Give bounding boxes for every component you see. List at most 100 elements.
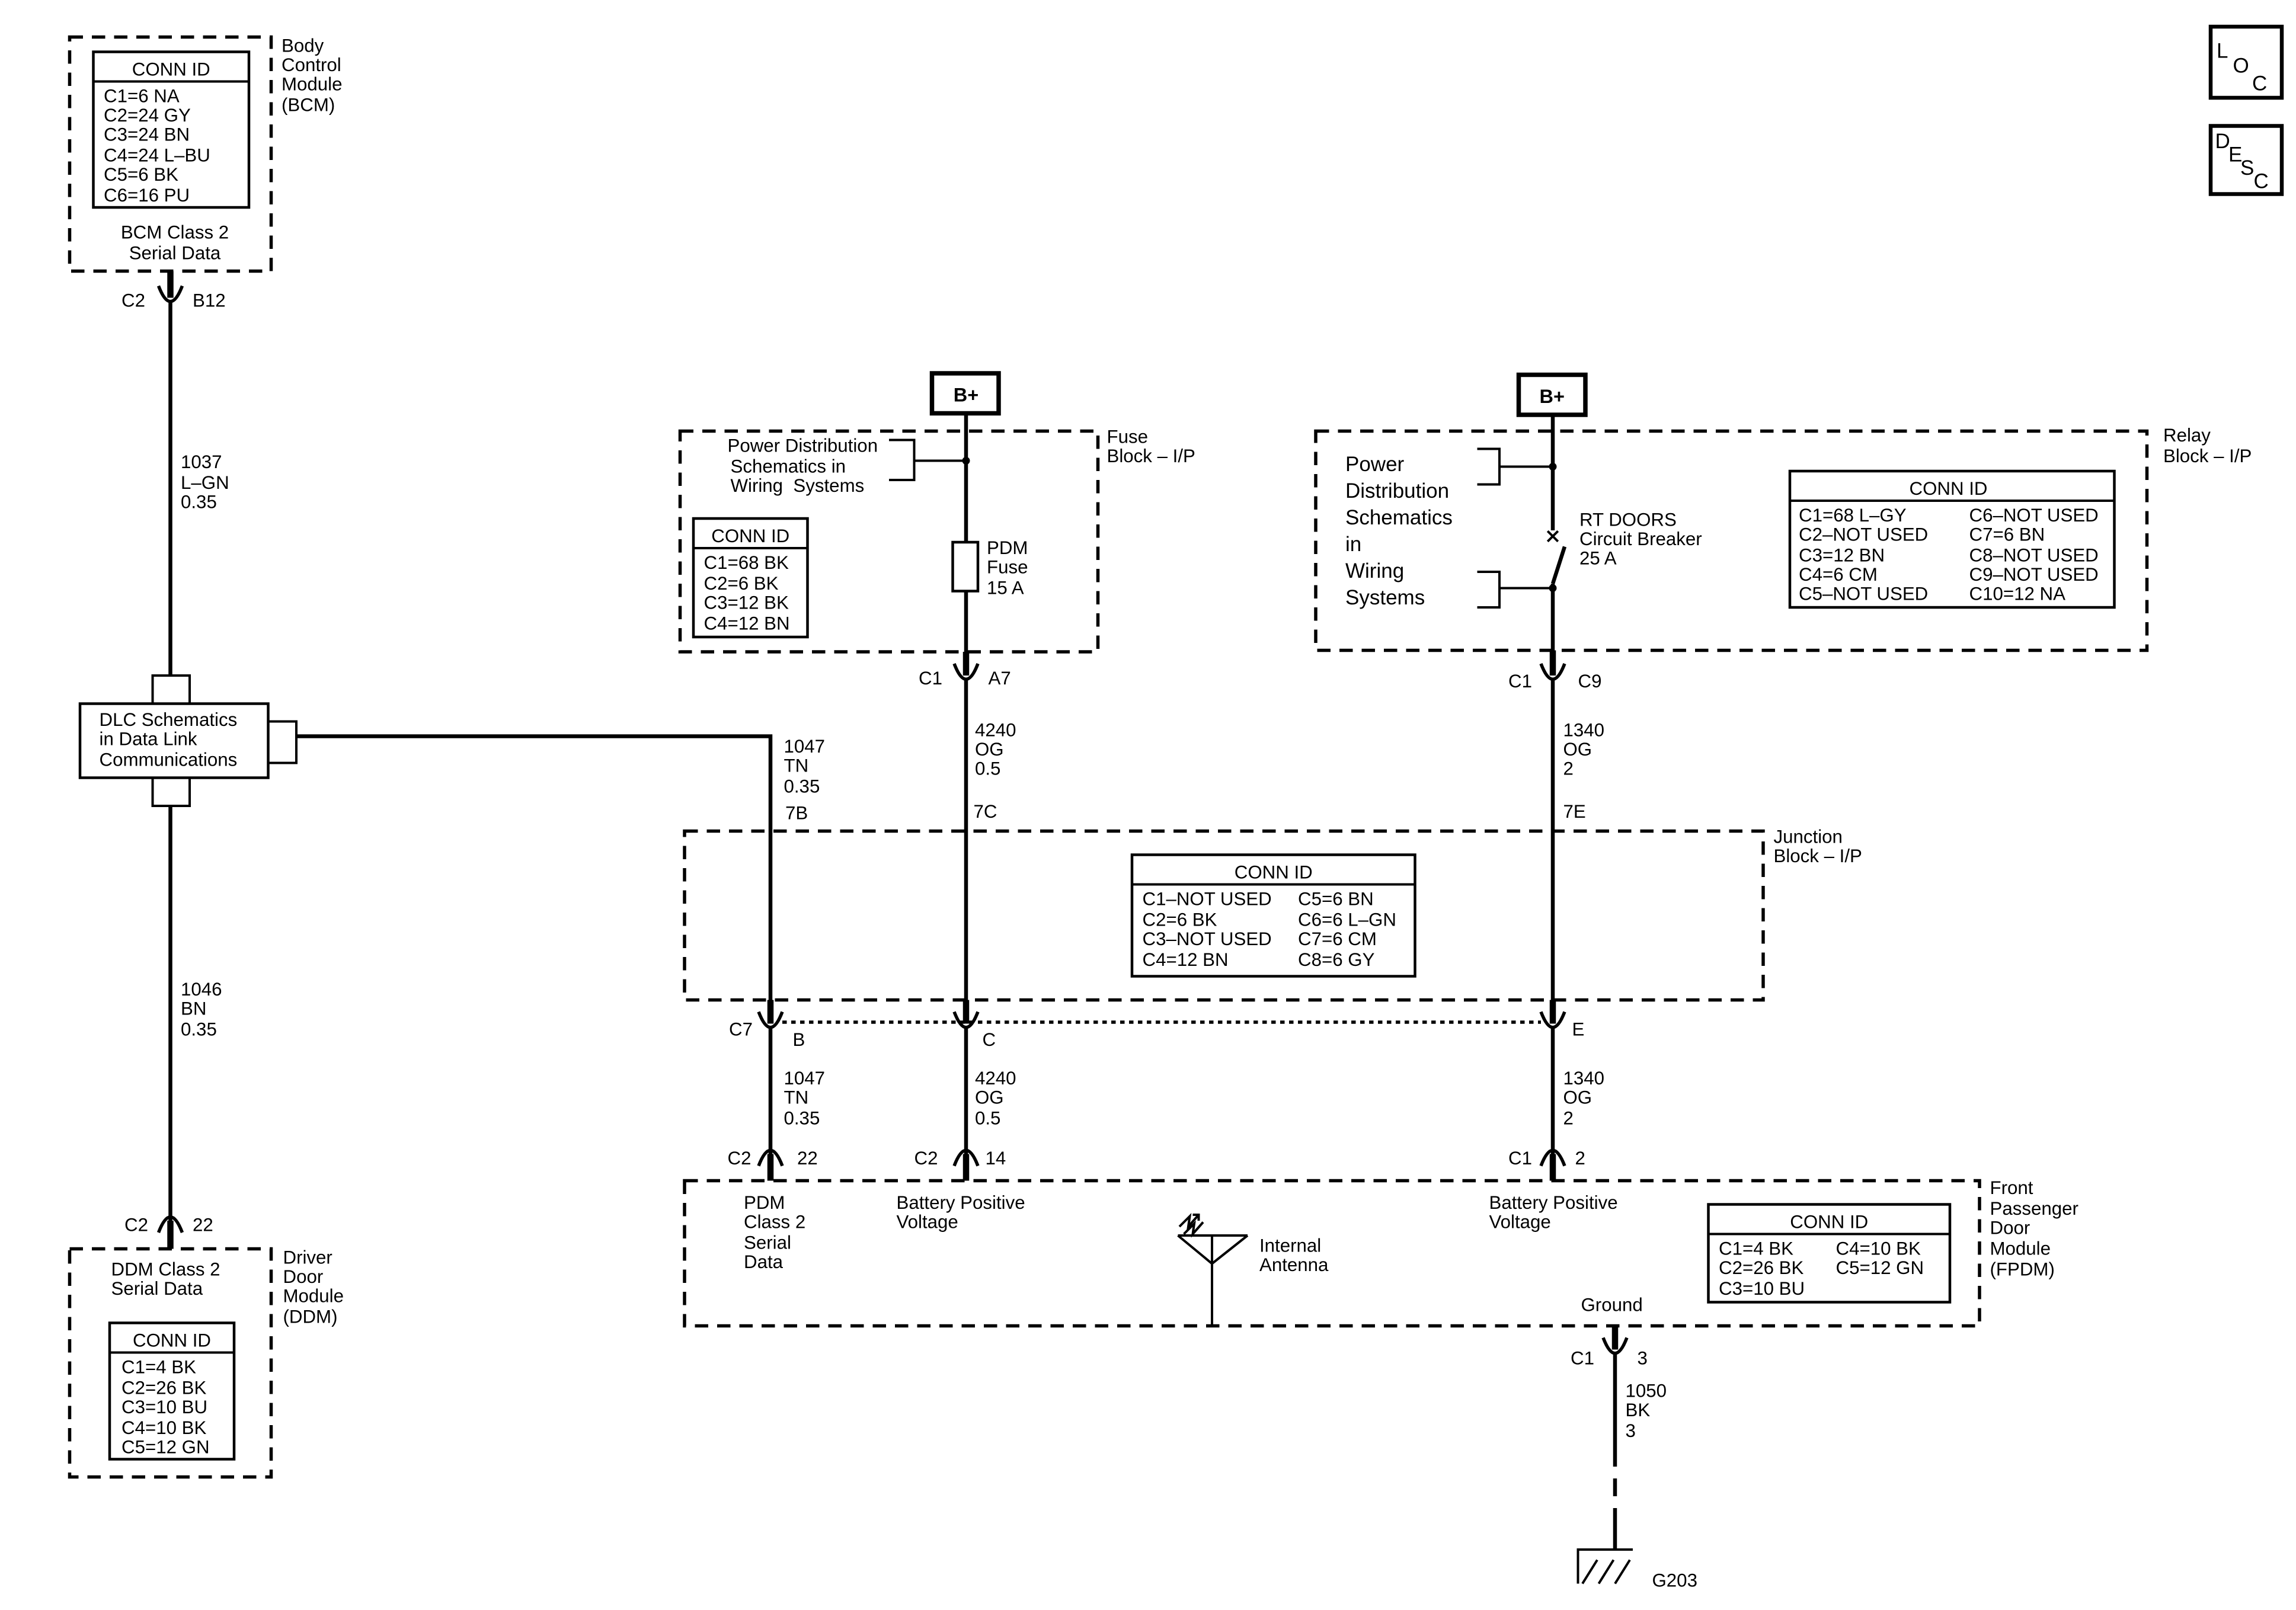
junction-block-label: Block – I/P [1774, 846, 1862, 866]
junction-block-conn-entry: C6=6 L–GN [1298, 909, 1396, 930]
bcm-conn-entry: C5=6 BK [104, 164, 178, 185]
junction-block-conn-id-title: CONN ID [1235, 862, 1313, 882]
fpdm-connectors: C2 22 C2 14 C1 2 [728, 1148, 1585, 1181]
wire-size: 2 [1563, 758, 1574, 779]
wire-color: TN [784, 756, 809, 776]
wire-line [296, 734, 773, 1024]
connector-pin-label: A7 [989, 668, 1011, 689]
fpdm-label: Front [1990, 1177, 2033, 1198]
battery-positive-voltage-label: Voltage [1489, 1211, 1551, 1232]
bcm-label: Body [282, 36, 324, 56]
junction-block-conn-entry: C2=6 BK [1143, 909, 1217, 930]
connector-id: C1 [1508, 671, 1532, 692]
bcm-connector: C2 B12 [121, 271, 226, 311]
bcm-conn-id-box [92, 50, 251, 209]
fpdm-label: (FPDM) [1990, 1259, 2055, 1279]
relay-block-conn-entry: C8–NOT USED [1969, 545, 2099, 566]
connector-symbol [757, 1148, 784, 1167]
fuse-block-conn-entry: C3=12 BK [704, 593, 789, 613]
relay-block-conn-entry: C9–NOT USED [1969, 564, 2099, 585]
fpdm-label: Module [1990, 1238, 2051, 1259]
battery-positive-voltage-label: Voltage [897, 1211, 958, 1232]
power-distribution-text: Power [1345, 453, 1405, 476]
battery-positive-voltage-label: Battery Positive [897, 1192, 1025, 1213]
fpdm-conn-entry: C4=10 BK [1836, 1238, 1921, 1259]
battery-positive-label: B+ [954, 384, 978, 405]
ddm-label: Door [283, 1266, 324, 1287]
relay-block-conn-id-box [1788, 469, 2116, 609]
ddm-conn-entry: C5=12 GN [121, 1436, 210, 1457]
connector-pin-label: 22 [193, 1214, 213, 1235]
fpdm-conn-entry: C3=10 BU [1719, 1278, 1805, 1299]
ground-g203: G203 [1576, 1548, 1697, 1591]
wire-color: OG [1563, 1087, 1593, 1108]
bcm-label: (BCM) [282, 94, 335, 115]
bcm-module: CONN ID C1=6 NA C2=24 GY C3=24 BN C4=24 … [68, 36, 343, 273]
wire-color: L–GN [181, 472, 229, 493]
loc-icon-frame[interactable] [2208, 24, 2284, 100]
wire-size: 0.35 [181, 1019, 217, 1039]
wire-circuit: 1047 [784, 1068, 826, 1089]
relay-block-conn-entry: C6–NOT USED [1969, 505, 2099, 526]
junction-block-connector: C7 B C E [729, 1000, 1584, 1050]
fpdm-outline [683, 1179, 1981, 1328]
connector-id: C1 [1571, 1347, 1594, 1368]
fuse-block-label: Fuse [1107, 427, 1148, 447]
wire-4240-lower: 4240 OG 0.5 [964, 1028, 1016, 1158]
power-distribution-bracket [889, 438, 967, 481]
connector-symbol [156, 285, 184, 303]
fuse-block-conn-entry: C1=68 BK [704, 552, 789, 573]
ddm-connector: C2 22 [124, 1214, 213, 1249]
relay-block-outline [1314, 429, 2149, 652]
ddm-conn-id-box [108, 1321, 236, 1461]
connector-symbol [1539, 1148, 1566, 1167]
power-distribution-text: in [1345, 533, 1361, 556]
fuse-block-label: Block – I/P [1107, 446, 1195, 466]
dlc-box: DLC Schematics in Data Link Communicatio… [78, 674, 298, 807]
desc-icon-frame[interactable] [2208, 124, 2284, 196]
wire-circuit: 1050 [1626, 1380, 1667, 1401]
wire-size: 0.5 [975, 758, 1000, 779]
fpdm-module: Front Passenger Door Module (FPDM) PDM C… [683, 1177, 2078, 1328]
connector-symbol [757, 1011, 784, 1029]
wire-size: 0.35 [784, 776, 820, 796]
wire-1047-upper: 1047 TN 0.35 7B [296, 734, 826, 1024]
wire-color: OG [975, 739, 1004, 760]
battery-positive-voltage-label: Battery Positive [1489, 1192, 1618, 1213]
connector-pin-label: C [983, 1029, 996, 1050]
desc-icon[interactable]: D E S C [2208, 124, 2284, 196]
bcm-description: Serial Data [129, 243, 221, 264]
wire-circuit: 1047 [784, 736, 826, 757]
fpdm-conn-entry: C1=4 BK [1719, 1238, 1793, 1259]
fpdm-conn-entry: C5=12 GN [1836, 1257, 1924, 1278]
relay-block-label: Relay [2163, 425, 2211, 446]
relay-block-connector: C1 C9 [1508, 650, 1601, 692]
bcm-conn-entry: C2=24 GY [104, 105, 191, 126]
connector-pin-label: B [793, 1029, 805, 1050]
relay-block-conn-id-title: CONN ID [1910, 478, 1988, 499]
connector-id: C2 [121, 290, 145, 311]
fuse-block-conn-entry: C4=12 BN [704, 613, 790, 634]
loc-icon[interactable]: L O C [2208, 24, 2284, 100]
bcm-conn-entry: C3=24 BN [104, 124, 190, 145]
splice-dot [1549, 584, 1557, 592]
pdm-serial-data-label: Data [744, 1251, 784, 1272]
circuit-breaker-contact-icon [1546, 530, 1559, 543]
connector-id: C1 [1508, 1148, 1532, 1169]
ddm-description: Serial Data [111, 1278, 203, 1299]
connector-pin-label: 14 [986, 1148, 1006, 1169]
wire-4240-upper: 4240 OG 0.5 7C [964, 678, 1016, 1024]
bcm-label: Module [282, 73, 343, 94]
fuse-block: Fuse Block – I/P B+ Power Distribution S… [678, 371, 1195, 676]
wire-circuit: 1340 [1563, 720, 1605, 741]
connector-id: C7 [729, 1019, 753, 1039]
dlc-text: Communications [100, 750, 238, 770]
wire-1046: 1046 BN 0.35 [168, 805, 222, 1224]
fuse-label: Fuse [987, 557, 1028, 578]
junction-block-outline [683, 829, 1765, 1002]
dlc-text: in Data Link [100, 729, 197, 750]
ground-id: G203 [1652, 1570, 1697, 1591]
bcm-conn-id-title: CONN ID [132, 59, 210, 79]
wire-size: 0.5 [975, 1108, 1000, 1128]
fpdm-label: Door [1990, 1217, 2030, 1238]
